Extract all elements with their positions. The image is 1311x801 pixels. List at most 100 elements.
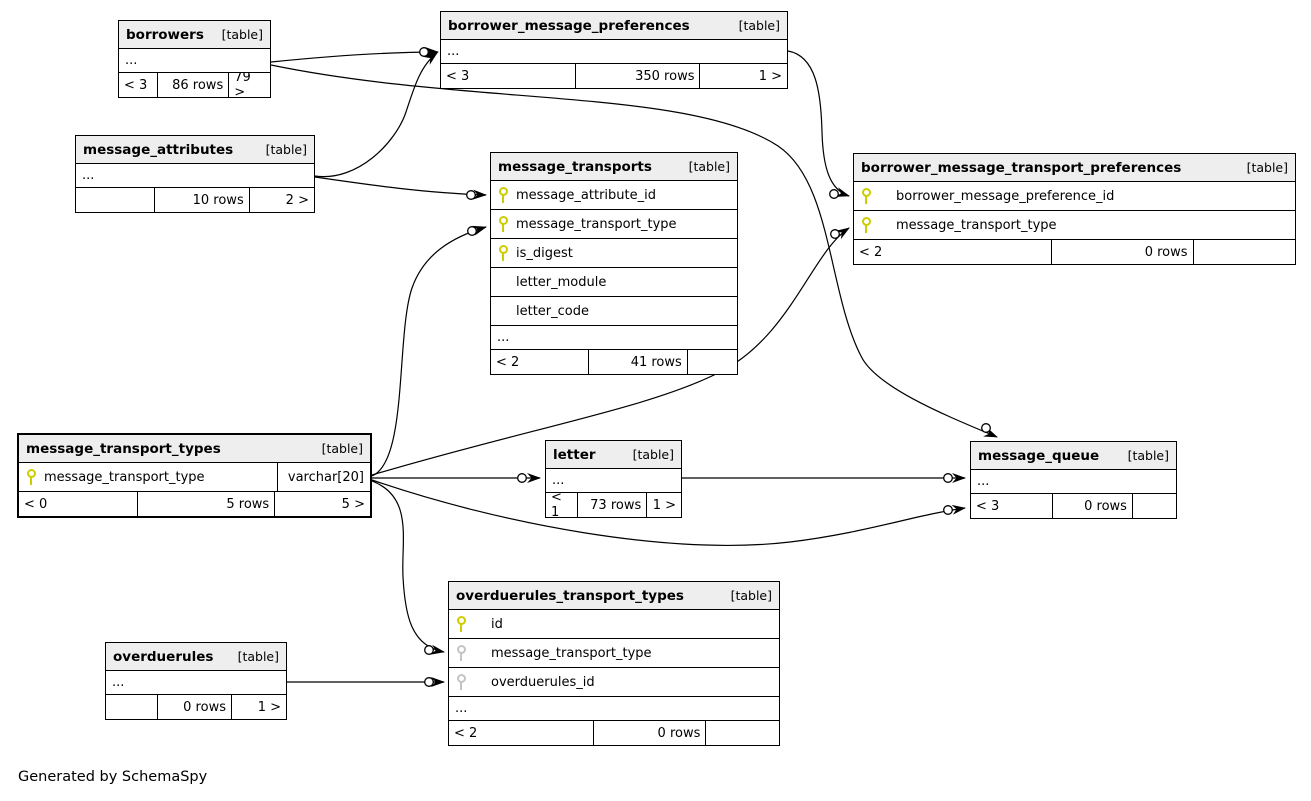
child-count: 5 > (341, 496, 365, 512)
child-count: 2 > (285, 192, 309, 208)
column-label: borrower_message_preference_id (896, 188, 1115, 204)
table-header[interactable]: borrower_message_preferences [table] (441, 12, 787, 40)
hidden-columns-row: ... (76, 164, 314, 188)
column-row: message_transport_type varchar[20] (19, 463, 370, 492)
table-header[interactable]: message_attributes [table] (76, 136, 314, 164)
parent-count: < 3 (441, 64, 576, 88)
row-count: 0 rows (594, 721, 707, 745)
column-row: borrower_message_preference_id (854, 182, 1295, 211)
edge-message_transport_types-to-letter (372, 473, 541, 483)
table-borrowers-header[interactable]: borrowers [table] (119, 21, 270, 49)
row-count: 0 rows (1053, 494, 1133, 518)
child-count: 1 > (758, 68, 782, 84)
table-name: borrowers (126, 26, 204, 43)
table-message_attributes[interactable]: message_attributes [table] ... 10 rows 2… (75, 135, 315, 213)
table-message_transports[interactable]: message_transports [table] message_attri… (490, 152, 738, 375)
column-label: overduerules_id (491, 674, 595, 690)
column-label: message_transport_type (516, 216, 677, 232)
table-message_transport_types[interactable]: message_transport_types [table] message_… (17, 433, 372, 518)
edge-overduerules-to-overduerules_transport_types (287, 677, 445, 687)
table-tag: [table] (738, 18, 780, 33)
row-count: 73 rows (578, 493, 648, 517)
hidden-columns-row: ... (441, 40, 787, 64)
primary-key-icon (861, 217, 871, 233)
row-count: 41 rows (589, 350, 688, 374)
no-key-spacer (498, 303, 507, 319)
table-tag: [table] (321, 441, 363, 456)
column-label: message_transport_type (491, 645, 652, 661)
row-count: 86 rows (158, 73, 230, 97)
table-header[interactable]: message_queue [table] (971, 442, 1176, 470)
row-count: 0 rows (158, 695, 232, 719)
parent-count: < 1 (546, 493, 579, 517)
table-borrowers[interactable]: borrowers [table] ... < 3 86 rows 79 > (118, 20, 271, 98)
column-row: message_transport_type (854, 211, 1295, 240)
row-count: 0 rows (1052, 240, 1194, 264)
child-count (1194, 240, 1295, 264)
table-footer: < 1 73 rows 1 > (546, 493, 681, 517)
parent-count: < 3 (971, 494, 1053, 518)
column-row: message_attribute_id (491, 181, 737, 210)
edge-message_transport_types-to-message_transports (371, 225, 487, 477)
hidden-columns-row: ... (546, 469, 681, 493)
table-header[interactable]: message_transports [table] (491, 153, 737, 181)
table-tag: [table] (221, 27, 263, 42)
table-name: overduerules_transport_types (456, 587, 684, 604)
table-footer: < 3 350 rows 1 > (441, 64, 787, 88)
table-tag: [table] (632, 447, 674, 462)
edge-borrower_message_preferences-to-borrower_message_transport_preferences (787, 50, 850, 199)
child-count: 79 > (234, 73, 251, 97)
child-count (688, 350, 737, 374)
table-overduerules[interactable]: overduerules [table] ... 0 rows 1 > (105, 642, 287, 720)
column-label: message_transport_type (44, 469, 205, 485)
child-count (706, 721, 779, 745)
primary-key-icon (456, 616, 466, 632)
hidden-columns-row: ... (971, 470, 1176, 494)
table-overduerules_transport_types[interactable]: overduerules_transport_types [table] id … (448, 581, 780, 746)
table-name: overduerules (113, 648, 214, 665)
table-letter[interactable]: letter [table] ... < 1 73 rows 1 > (545, 440, 682, 518)
table-footer: 10 rows 2 > (76, 188, 314, 212)
edge-borrowers-to-message_queue (270, 64, 998, 438)
no-key-spacer (498, 274, 507, 290)
table-name: message_transports (498, 158, 652, 175)
child-count (1133, 494, 1176, 518)
primary-key-icon (26, 469, 36, 485)
column-label: id (491, 616, 503, 632)
column-name-cell: message_transport_type (26, 463, 268, 491)
table-tag: [table] (688, 159, 730, 174)
primary-key-icon (498, 187, 508, 203)
table-borrower_message_preferences[interactable]: borrower_message_preferences [table] ...… (440, 11, 788, 89)
hidden-columns-row: ... (491, 326, 737, 350)
table-message_queue[interactable]: message_queue [table] ... < 3 0 rows (970, 441, 1177, 519)
primary-key-icon (498, 216, 508, 232)
table-header[interactable]: borrower_message_transport_preferences [… (854, 154, 1295, 182)
table-borrower_message_transport_preferences[interactable]: borrower_message_transport_preferences [… (853, 153, 1296, 265)
edge-message_transport_types-to-borrower_message_transport_preferences (371, 227, 850, 476)
table-name: message_attributes (83, 141, 234, 158)
hidden-columns-row: ... (449, 697, 779, 721)
hidden-columns-row: ... (106, 671, 286, 695)
table-tag: [table] (1246, 160, 1288, 175)
table-header[interactable]: message_transport_types [table] (19, 435, 370, 463)
parent-count: < 3 (119, 73, 159, 97)
generator-credit: Generated by SchemaSpy (18, 769, 208, 785)
table-name: borrower_message_preferences (448, 17, 690, 34)
table-tag: [table] (265, 142, 307, 157)
table-header[interactable]: letter [table] (546, 441, 681, 469)
column-row: letter_code (491, 297, 737, 326)
edge-message_transport_types-to-message_queue (371, 479, 966, 546)
table-tag: [table] (730, 588, 772, 603)
edge-borrowers-to-borrower_message_preferences (270, 47, 439, 63)
row-count: 5 rows (138, 492, 276, 516)
edge-letter-to-message_queue (682, 473, 966, 483)
parent-count: < 0 (19, 492, 139, 516)
table-header[interactable]: overduerules_transport_types [table] (449, 582, 779, 610)
parent-count: < 2 (854, 240, 1053, 264)
table-name: message_queue (978, 447, 1100, 464)
column-row: is_digest (491, 239, 737, 268)
column-row: message_transport_type (491, 210, 737, 239)
table-header[interactable]: overduerules [table] (106, 643, 286, 671)
